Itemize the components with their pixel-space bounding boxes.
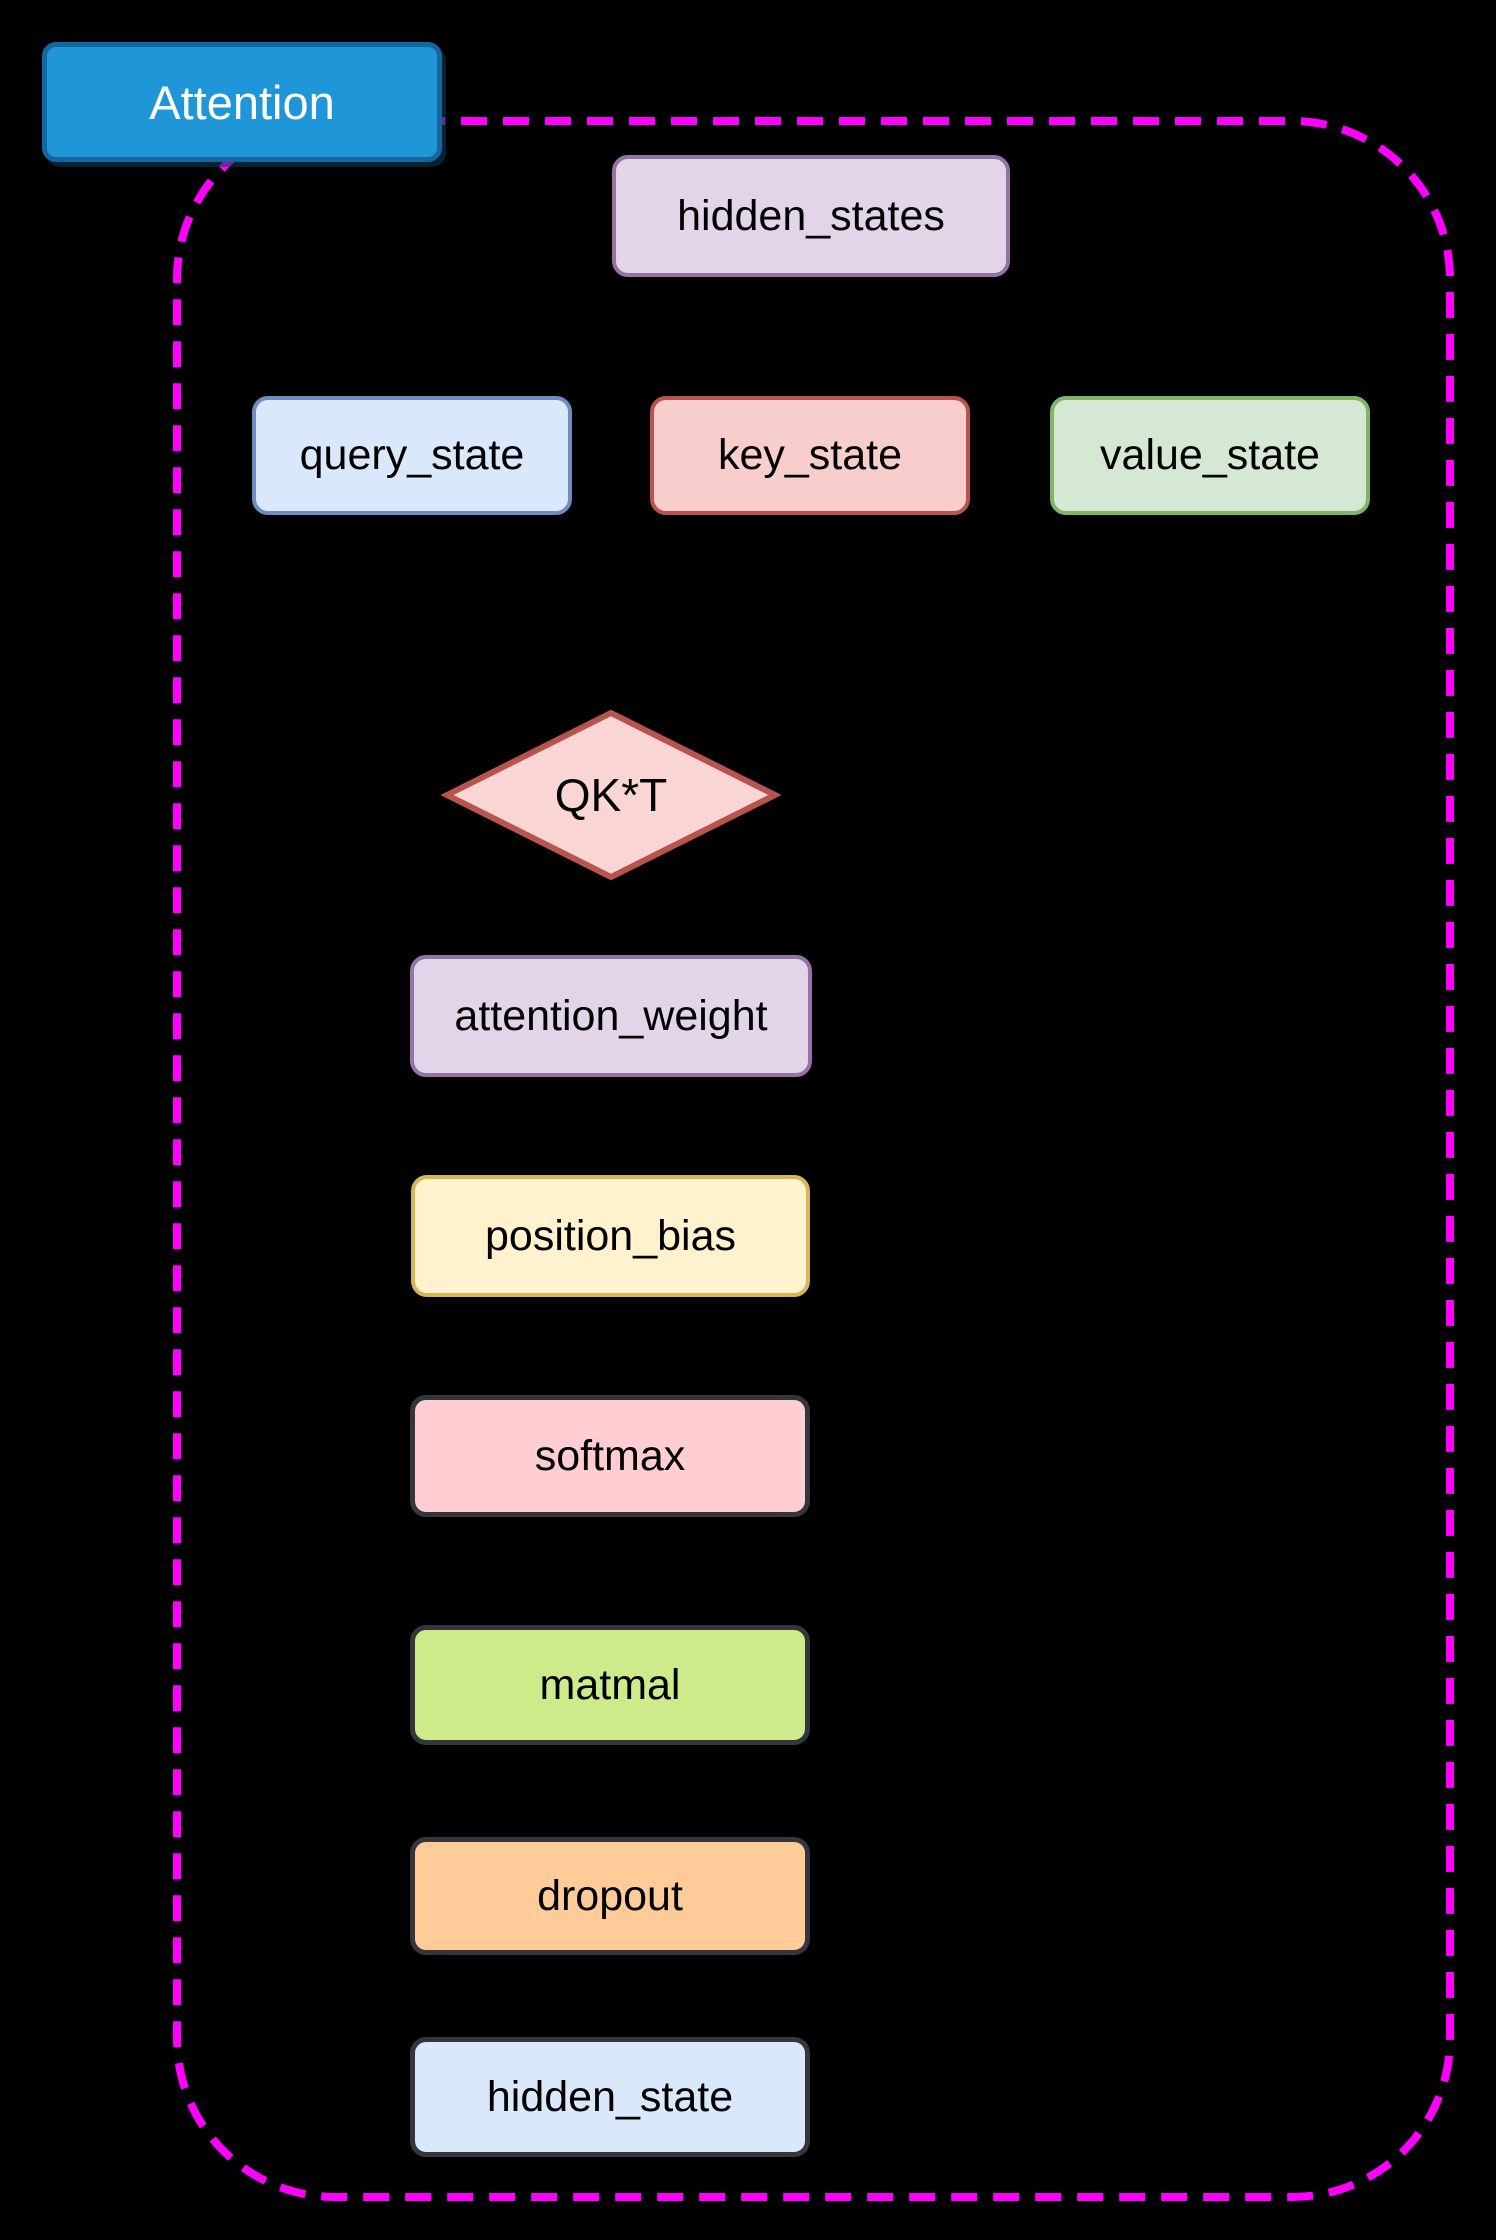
node-position-bias: position_bias: [411, 1175, 810, 1297]
dashed-border-rect: [173, 117, 1454, 2201]
node-dropout: dropout: [410, 1837, 810, 1955]
node-hidden-states: hidden_states: [612, 155, 1010, 277]
node-value-state: value_state: [1050, 396, 1370, 515]
node-qkt-label: QK*T: [554, 769, 668, 821]
node-hidden-state: hidden_state: [410, 2037, 810, 2157]
qkt-diamond-polygon: [441, 709, 781, 881]
attention-title: Attention: [42, 42, 442, 162]
node-qkt-diamond-shape: [441, 709, 781, 881]
node-attention-weight: attention_weight: [410, 955, 812, 1077]
node-softmax: softmax: [410, 1395, 810, 1517]
node-query-state: query_state: [252, 396, 572, 515]
node-matmal: matmal: [410, 1625, 810, 1745]
node-key-state: key_state: [650, 396, 970, 515]
